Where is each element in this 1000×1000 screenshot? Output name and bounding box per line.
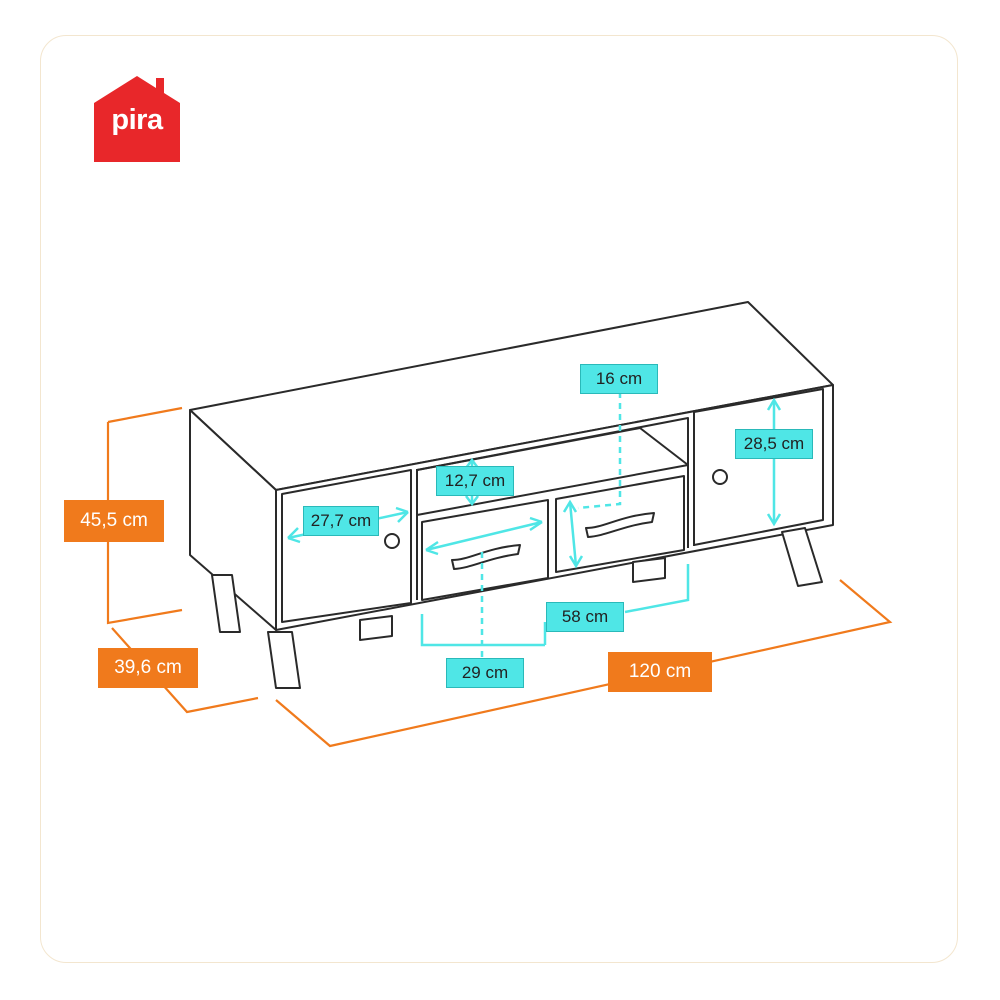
image-frame	[40, 35, 958, 963]
drawer-width-label: 29 cm	[446, 658, 524, 688]
logo-text: pira	[111, 104, 163, 136]
niche-height-label: 12,7 cm	[436, 466, 514, 496]
width-label: 120 cm	[608, 652, 712, 692]
drawers-width-label: 58 cm	[546, 602, 624, 632]
furniture-outline	[189, 301, 834, 689]
door-width-label: 27,7 cm	[303, 506, 379, 536]
door-height-label: 28,5 cm	[735, 429, 813, 459]
depth-label: 39,6 cm	[98, 648, 198, 688]
drawer-height-label: 16 cm	[580, 364, 658, 394]
pira-logo	[94, 76, 180, 162]
height-label: 45,5 cm	[64, 500, 164, 542]
